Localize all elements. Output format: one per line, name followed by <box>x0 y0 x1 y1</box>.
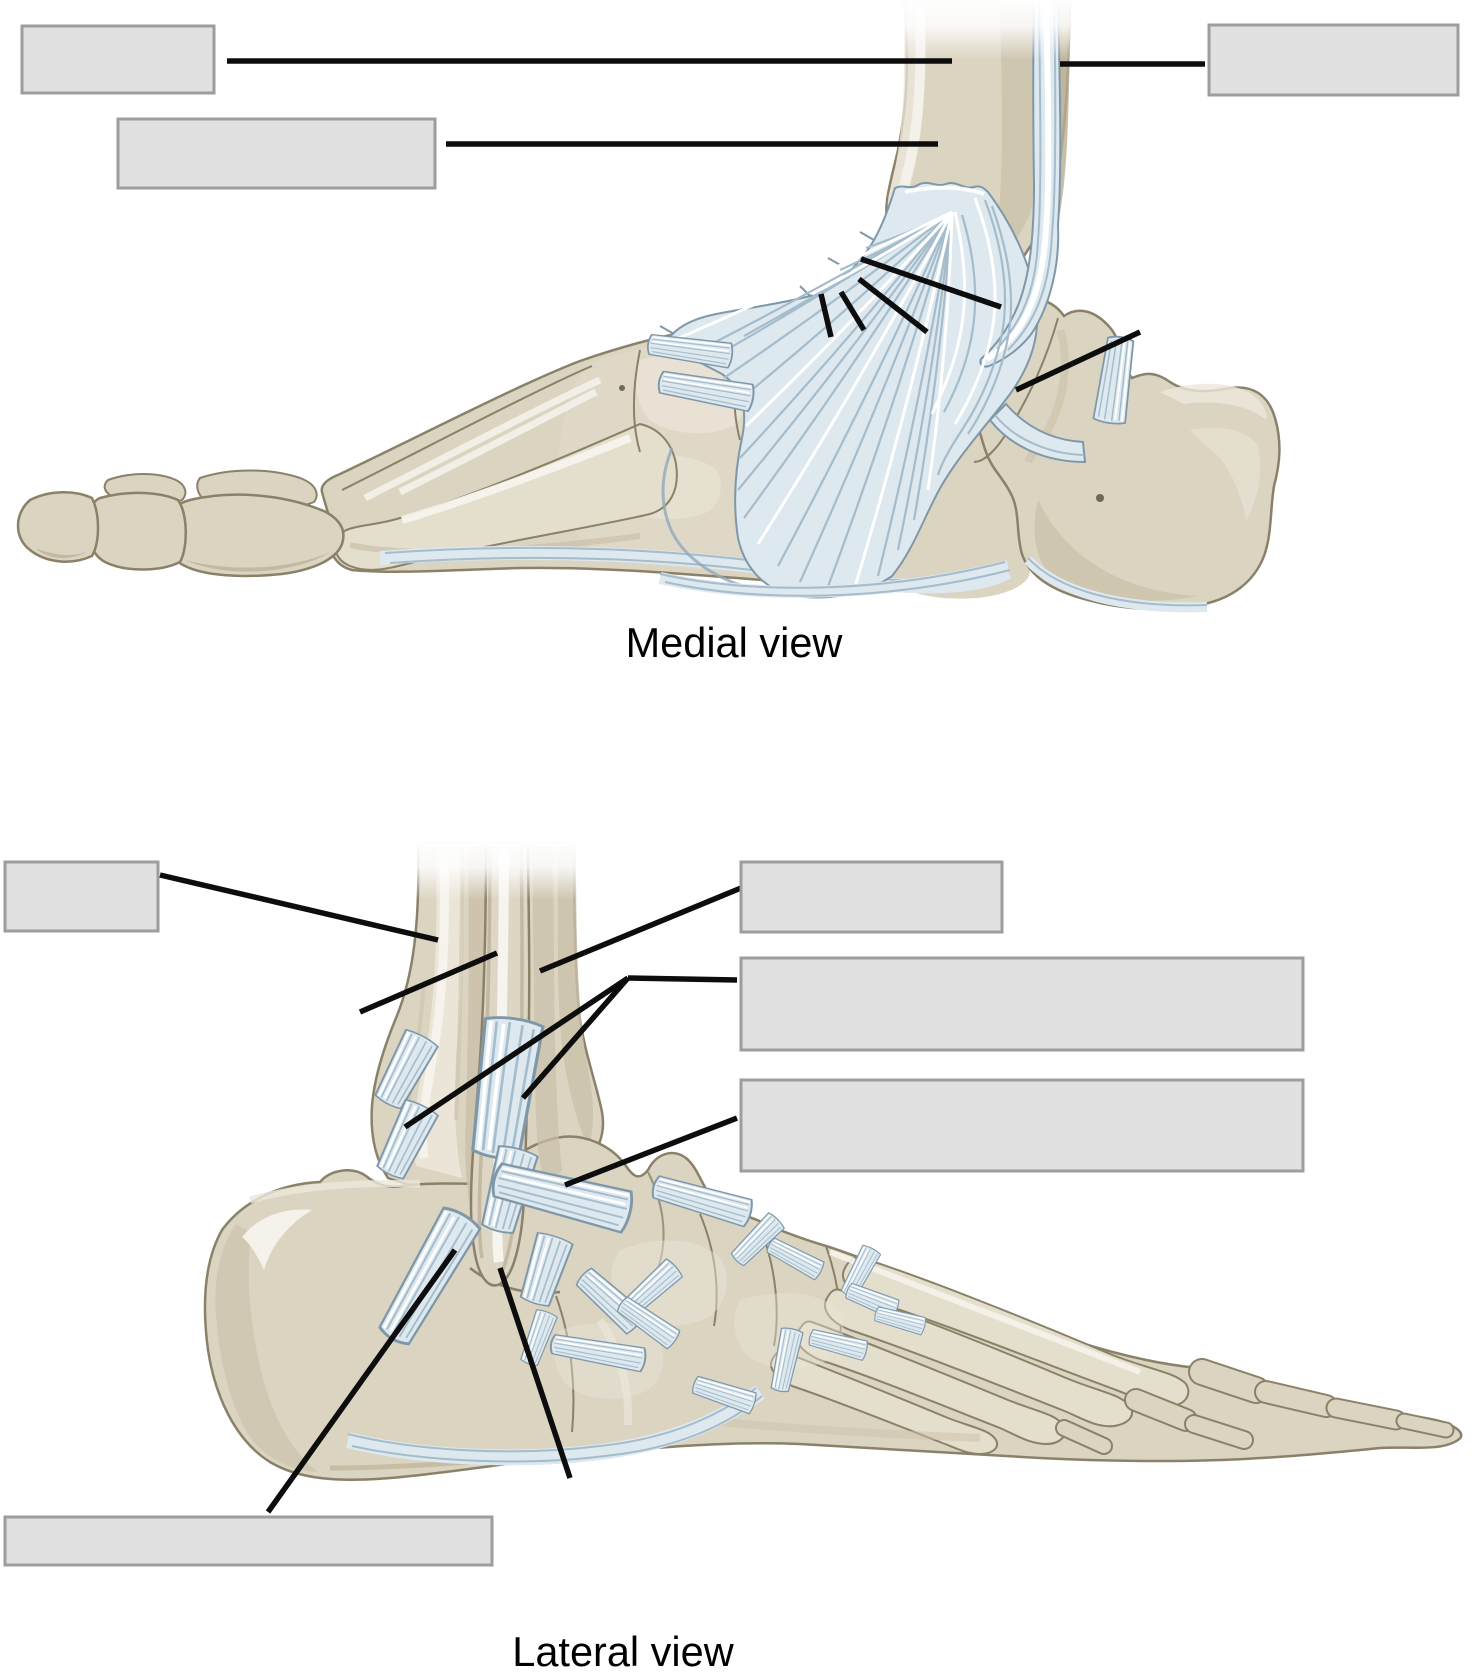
svg-text:Lateral view: Lateral view <box>512 1628 734 1675</box>
svg-text:Medial view: Medial view <box>626 619 844 666</box>
